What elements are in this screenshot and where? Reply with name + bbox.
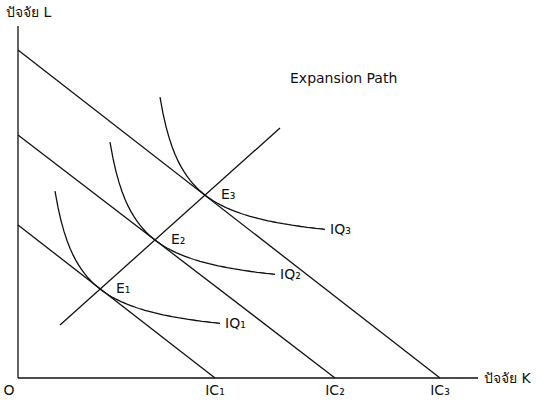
point-label: E₁ <box>116 280 130 296</box>
isocost-label: IC₁ <box>205 382 225 398</box>
isocost-line <box>18 225 215 378</box>
isoquant-curve <box>110 142 275 274</box>
isoquant-curve <box>160 97 325 229</box>
isocost-line <box>18 50 440 378</box>
x-axis <box>18 377 478 378</box>
axis-label: ปัจจัย K <box>484 370 531 386</box>
point-label: E₂ <box>171 231 185 247</box>
curve-label: IQ₁ <box>225 315 246 331</box>
isocost-label: IC₃ <box>430 382 450 398</box>
isoquant-curve <box>55 191 220 323</box>
curve-label: IQ₃ <box>330 221 351 237</box>
isocost-line <box>18 135 335 378</box>
point-label: E₃ <box>221 186 235 202</box>
expansion-path-line <box>60 128 280 325</box>
curve-label: IQ₂ <box>280 266 301 282</box>
isocost-label: IC₂ <box>325 382 345 398</box>
y-axis <box>17 26 18 378</box>
curve-label: Expansion Path <box>290 70 397 86</box>
origin-label: O <box>3 382 14 398</box>
axis-label: ปัจจัย L <box>6 4 51 20</box>
